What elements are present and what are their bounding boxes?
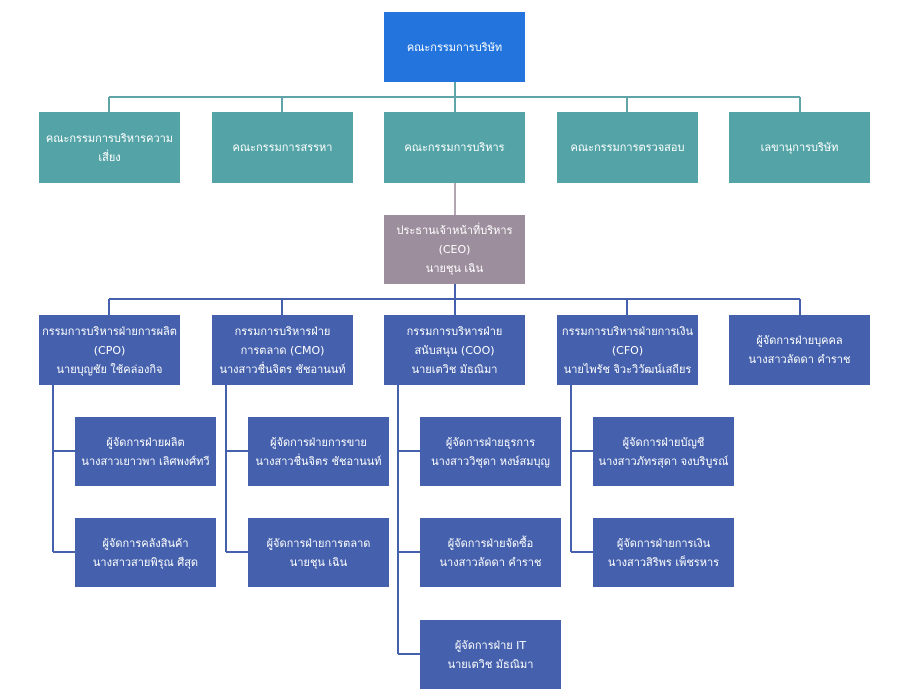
executive-abbrev: (CFO) [611, 343, 644, 357]
executive-abbrev: การตลาด (CMO) [240, 343, 325, 357]
committee-label-line: คณะกรรมการบริหาร [404, 141, 505, 154]
manager-title: ผู้จัดการฝ่ายผลิต [106, 435, 185, 449]
executive-title: กรรมการบริหารฝ่ายการผลิต [42, 324, 177, 338]
manager-title: ผู้จัดการฝ่ายธุรการ [445, 435, 536, 449]
board-of-directors-box: คณะกรรมการบริษัท [384, 12, 525, 82]
manager-title: ผู้จัดการฝ่าย IT [454, 638, 527, 652]
executive-name: นายไพรัช จิวะวิวัฒน์เสถียร [563, 362, 692, 376]
ceo-name: นายชุน เฉิน [425, 262, 484, 275]
marketing-manager-box: ผู้จัดการฝ่ายการตลาด นายชุน เฉิน [248, 518, 389, 587]
nomination-committee-box: คณะกรรมการสรรหา [212, 112, 353, 183]
sales-manager-box: ผู้จัดการฝ่ายการขาย นางสาวชื่นจิตร ชัชอา… [248, 417, 389, 486]
executive-name: นางสาวชื่นจิตร ชัชอานนท์ [219, 362, 346, 376]
manager-name: นายเตวิช มัธณิมา [447, 657, 534, 671]
executive-title: กรรมการบริหารฝ่ายการเงิน [561, 324, 694, 338]
manager-title: ผู้จัดการฝ่ายบัญชี [622, 435, 705, 449]
manager-title: ผู้จัดการฝ่ายการขาย [270, 435, 367, 449]
cmo-box: กรรมการบริหารฝ่าย การตลาด (CMO) นางสาวชื… [212, 315, 353, 385]
executive-connectors [52, 284, 801, 655]
cpo-box: กรรมการบริหารฝ่ายการผลิต (CPO) นายบุญชัย… [39, 315, 180, 385]
manager-title: ผู้จัดการคลังสินค้า [102, 536, 189, 550]
executive-title: ผู้จัดการฝ่ายบุคคล [756, 334, 843, 347]
finance-manager-box: ผู้จัดการฝ่ายการเงิน นางสาวสิริพร เพ็ชรห… [593, 518, 734, 587]
committee-label-line: เสี่ยง [98, 150, 121, 164]
cfo-box: กรรมการบริหารฝ่ายการเงิน (CFO) นายไพรัช … [557, 315, 698, 385]
ceo-abbrev: (CEO) [438, 243, 471, 256]
manager-name: นายชุน เฉิน [289, 555, 348, 569]
it-manager-box: ผู้จัดการฝ่าย IT นายเตวิช มัธณิมา [420, 620, 561, 689]
company-secretary-box: เลขานุการบริษัท [729, 112, 870, 183]
manager-name: นางสาวชื่นจิตร ชัชอานนท์ [255, 454, 382, 468]
manager-title: ผู้จัดการฝ่ายการเงิน [616, 536, 711, 550]
hr-manager-box: ผู้จัดการฝ่ายบุคคล นางสาวลัดดา คำราช [729, 315, 870, 385]
committee-label-line: คณะกรรมการสรรหา [232, 141, 333, 154]
board-connectors [108, 82, 801, 112]
manager-name: นางสาวสิริพร เพ็ชรหาร [607, 555, 720, 569]
executive-name: นายบุญชัย ใช้คล่องกิจ [56, 362, 163, 376]
executive-title: กรรมการบริหารฝ่าย [406, 324, 503, 338]
executive-abbrev: (CPO) [93, 343, 126, 357]
coo-box: กรรมการบริหารฝ่าย สนับสนุน (COO) นายเตวิ… [384, 315, 525, 385]
manager-name: นางสาวภัทรสุดา จงบริบูรณ์ [598, 454, 729, 468]
executive-title: กรรมการบริหารฝ่าย [234, 324, 331, 338]
production-manager-box: ผู้จัดการฝ่ายผลิต นางสาวเยาวพา เลิศพงศ์ท… [75, 417, 216, 486]
executive-abbrev: สนับสนุน (COO) [414, 343, 495, 357]
executive-name: นางสาวลัดดา คำราช [748, 353, 851, 366]
manager-name: นางสาวเยาวพา เลิศพงศ์ทวี [81, 454, 210, 468]
board-title: คณะกรรมการบริษัท [406, 40, 503, 54]
warehouse-manager-box: ผู้จัดการคลังสินค้า นางสาวสายพิรุณ ศีสุด [75, 518, 216, 587]
committee-label-line: คณะกรรมการตรวจสอบ [570, 141, 685, 154]
committee-label-line: เลขานุการบริษัท [760, 141, 839, 154]
ceo-box: ประธานเจ้าหน้าที่บริหาร (CEO) นายชุน เฉิ… [384, 215, 525, 284]
manager-title: ผู้จัดการฝ่ายการตลาด [266, 536, 371, 550]
manager-name: นางสาวลัดดา คำราช [439, 555, 542, 569]
admin-manager-box: ผู้จัดการฝ่ายธุรการ นางสาววิชุดา หงษ์สมบ… [420, 417, 561, 486]
ceo-title: ประธานเจ้าหน้าที่บริหาร [396, 224, 513, 237]
risk-committee-box: คณะกรรมการบริหารความ เสี่ยง [39, 112, 180, 183]
committee-label-line: คณะกรรมการบริหารความ [45, 131, 174, 145]
manager-name: นางสาววิชุดา หงษ์สมบุญ [431, 454, 550, 468]
manager-title: ผู้จัดการฝ่ายจัดซื้อ [447, 536, 534, 550]
executive-name: นายเตวิช มัธณิมา [411, 362, 498, 376]
audit-committee-box: คณะกรรมการตรวจสอบ [557, 112, 698, 183]
purchasing-manager-box: ผู้จัดการฝ่ายจัดซื้อ นางสาวลัดดา คำราช [420, 518, 561, 587]
executive-committee-box: คณะกรรมการบริหาร [384, 112, 525, 183]
accounting-manager-box: ผู้จัดการฝ่ายบัญชี นางสาวภัทรสุดา จงบริบ… [593, 417, 734, 486]
manager-name: นางสาวสายพิรุณ ศีสุด [92, 555, 199, 569]
